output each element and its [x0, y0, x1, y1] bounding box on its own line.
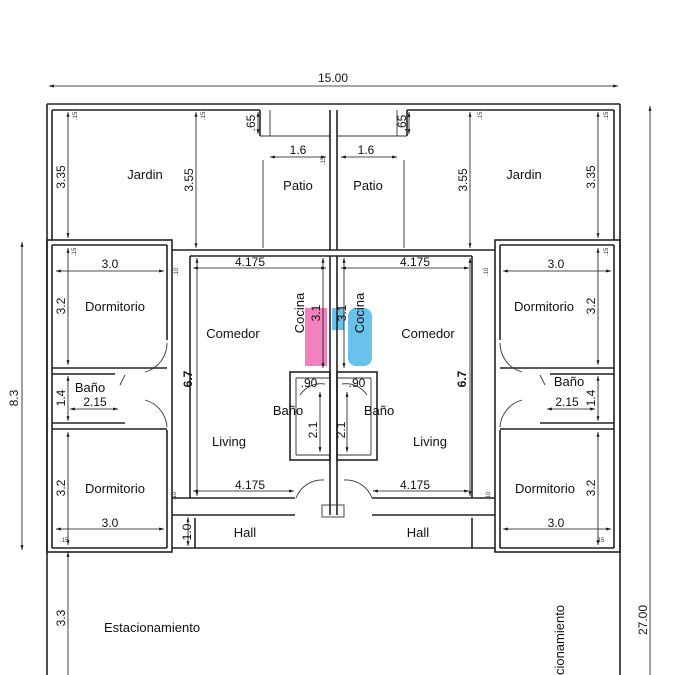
- room-living-right: Living: [413, 434, 447, 449]
- room-comedor-right: Comedor: [401, 326, 455, 341]
- dim-living-depth-right: 6.7: [455, 370, 469, 387]
- room-patio-left: Patio: [283, 178, 313, 193]
- room-dormitorio-top-right: Dormitorio: [514, 299, 574, 314]
- dim-living-width-top-left: 4.175: [235, 255, 265, 269]
- room-dormitorio-bottom-right: Dormitorio: [515, 481, 575, 496]
- dim-cocina-depth-left: 3.1: [309, 304, 323, 321]
- dim-bano-width-left: 2.15: [83, 395, 107, 409]
- dim-living-width-bottom-left: 4.175: [235, 478, 265, 492]
- room-bano-right-small: Baño: [554, 374, 584, 389]
- room-jardin-left: Jardin: [127, 167, 162, 182]
- room-living-left: Living: [212, 434, 246, 449]
- room-labels: Jardin Jardin Patio Patio Dormitorio Dor…: [75, 167, 584, 675]
- wall-mark: .15: [604, 247, 610, 256]
- wall-mark: .15: [72, 247, 78, 256]
- dim-living-depth-left: 6.7: [181, 370, 195, 387]
- wall-mark: .15: [201, 111, 207, 120]
- wall-mark: .15: [478, 111, 484, 120]
- dim-bano-depth-right: 1.4: [584, 389, 598, 406]
- dim-bano-depth-left: 1.4: [54, 389, 68, 406]
- room-bano-left-small: Baño: [75, 380, 105, 395]
- dim-patio-offset-right: .65: [395, 114, 409, 131]
- wall-mark: .10: [174, 267, 180, 276]
- dimension-labels: 15.00 27.00 8.3 3.35 3.35 3.55 3.55 .65 …: [7, 71, 650, 635]
- wall-mark: .10: [484, 267, 490, 276]
- wall-mark: .15: [596, 538, 605, 544]
- dim-parking-depth: 3.3: [54, 609, 68, 626]
- wall-mark: .10: [172, 491, 178, 500]
- dim-bano-core-width-right: .90: [349, 376, 366, 390]
- dim-living-width-bottom-right: 4.175: [400, 478, 430, 492]
- dim-dorm-width-bottom-right: 3.0: [548, 516, 565, 530]
- room-cocina-left: Cocina: [292, 292, 307, 333]
- dim-bano-core-depth-right: 2.1: [334, 421, 348, 438]
- dim-total-depth: 27.00: [636, 605, 650, 635]
- dim-dorm-depth-top-right: 3.2: [584, 297, 598, 314]
- room-estacionamiento-left: Estacionamiento: [104, 620, 200, 635]
- room-bano-core-left: Baño: [273, 403, 303, 418]
- dim-dorm-width-bottom-left: 3.0: [102, 516, 119, 530]
- dim-dorm-width-top-left: 3.0: [102, 257, 119, 271]
- dim-patio-offset-left: .65: [244, 114, 258, 131]
- dim-patio-width-right: 1.6: [358, 143, 375, 157]
- watermark-logo: [305, 308, 372, 366]
- dim-living-width-top-right: 4.175: [400, 255, 430, 269]
- room-jardin-right: Jardin: [506, 167, 541, 182]
- dimension-lines: [20, 84, 652, 675]
- dim-cocina-depth-right: 3.1: [335, 304, 349, 321]
- dim-dorm-width-top-right: 3.0: [548, 257, 565, 271]
- dim-jardin-right: 3.35: [584, 165, 598, 189]
- wall-mark: .15: [604, 111, 610, 120]
- room-hall-left: Hall: [234, 525, 257, 540]
- dim-total-width: 15.00: [318, 71, 348, 85]
- walls: [46, 103, 621, 675]
- room-hall-right: Hall: [407, 525, 430, 540]
- room-estacionamiento-right: cionamiento: [552, 605, 567, 675]
- room-cocina-right: Cocina: [352, 292, 367, 333]
- dim-hall-depth: 1.0: [180, 523, 194, 540]
- wall-mark: .10: [486, 491, 492, 500]
- room-patio-right: Patio: [353, 178, 383, 193]
- dim-bano-core-depth-left: 2.1: [306, 421, 320, 438]
- dim-dorm-depth-bottom-right: 3.2: [584, 479, 598, 496]
- wall-mark: .15: [73, 111, 79, 120]
- wall-mark: .15: [321, 156, 327, 165]
- room-comedor-left: Comedor: [206, 326, 260, 341]
- room-dormitorio-bottom-left: Dormitorio: [85, 481, 145, 496]
- room-bano-core-right: Baño: [364, 403, 394, 418]
- dim-patio-depth-left: 3.55: [182, 168, 196, 192]
- dim-dorm-depth-bottom-left: 3.2: [54, 479, 68, 496]
- dim-patio-depth-right: 3.55: [456, 168, 470, 192]
- dim-bano-core-width-left: .90: [301, 376, 318, 390]
- dim-dorm-depth-top-left: 3.2: [54, 297, 68, 314]
- dim-patio-width-left: 1.6: [290, 143, 307, 157]
- dim-house-depth: 8.3: [7, 389, 21, 406]
- room-dormitorio-top-left: Dormitorio: [85, 299, 145, 314]
- dim-jardin-left: 3.35: [54, 165, 68, 189]
- dim-bano-width-right: 2.15: [555, 395, 579, 409]
- wall-mark: .15: [60, 538, 69, 544]
